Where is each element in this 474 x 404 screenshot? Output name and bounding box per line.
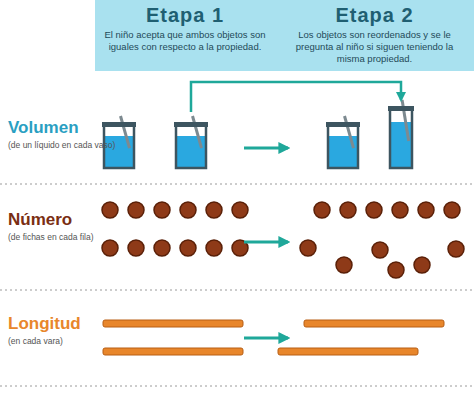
row-note: (de un líquido en cada vaso)	[8, 140, 115, 150]
separator	[0, 184, 474, 185]
sticks	[103, 320, 444, 355]
stick	[103, 320, 243, 327]
counter	[414, 257, 430, 273]
counter	[154, 202, 170, 218]
transform-arrow	[244, 147, 288, 150]
counter	[128, 240, 144, 256]
counter	[314, 202, 330, 218]
transform-arrows	[191, 82, 401, 338]
separator	[0, 290, 474, 291]
elbow-arrow	[191, 82, 401, 112]
stage-header: Etapa 2 Los objetos son reordenados y se …	[275, 0, 474, 71]
counter	[372, 242, 388, 258]
counter	[300, 240, 316, 256]
row-title: Número	[8, 210, 72, 230]
glass	[388, 100, 414, 168]
transform-arrow	[244, 241, 288, 244]
counter	[206, 202, 222, 218]
counter	[448, 241, 464, 257]
transform-arrow	[244, 337, 288, 340]
glass	[326, 116, 360, 168]
row-title: Volumen	[8, 118, 79, 138]
counter	[180, 202, 196, 218]
counter	[340, 202, 356, 218]
stage-description: Los objetos son reordenados y se le preg…	[283, 29, 466, 65]
counter	[128, 202, 144, 218]
counter	[444, 202, 460, 218]
glasses	[102, 100, 414, 168]
row-note: (de fichas en cada fila)	[8, 232, 94, 242]
counters	[102, 202, 464, 278]
counter	[392, 202, 408, 218]
stick	[278, 348, 418, 355]
counter	[366, 202, 382, 218]
stage-header: Etapa 1 El niño acepta que ambos objetos …	[95, 0, 275, 71]
glass	[174, 116, 208, 168]
counter	[206, 240, 222, 256]
stage-title: Etapa 1	[103, 4, 267, 26]
separator	[0, 386, 474, 387]
stick	[304, 320, 444, 327]
counter	[336, 257, 352, 273]
counter	[102, 202, 118, 218]
stick	[103, 348, 243, 355]
counter	[388, 262, 404, 278]
stage-title: Etapa 2	[283, 4, 466, 26]
counter	[154, 240, 170, 256]
counter	[418, 202, 434, 218]
row-title: Longitud	[8, 314, 81, 334]
stage-description: El niño acepta que ambos objetos son igu…	[103, 29, 267, 53]
counter	[180, 240, 196, 256]
counter	[232, 202, 248, 218]
row-note: (en cada vara)	[8, 336, 63, 346]
counter	[102, 240, 118, 256]
